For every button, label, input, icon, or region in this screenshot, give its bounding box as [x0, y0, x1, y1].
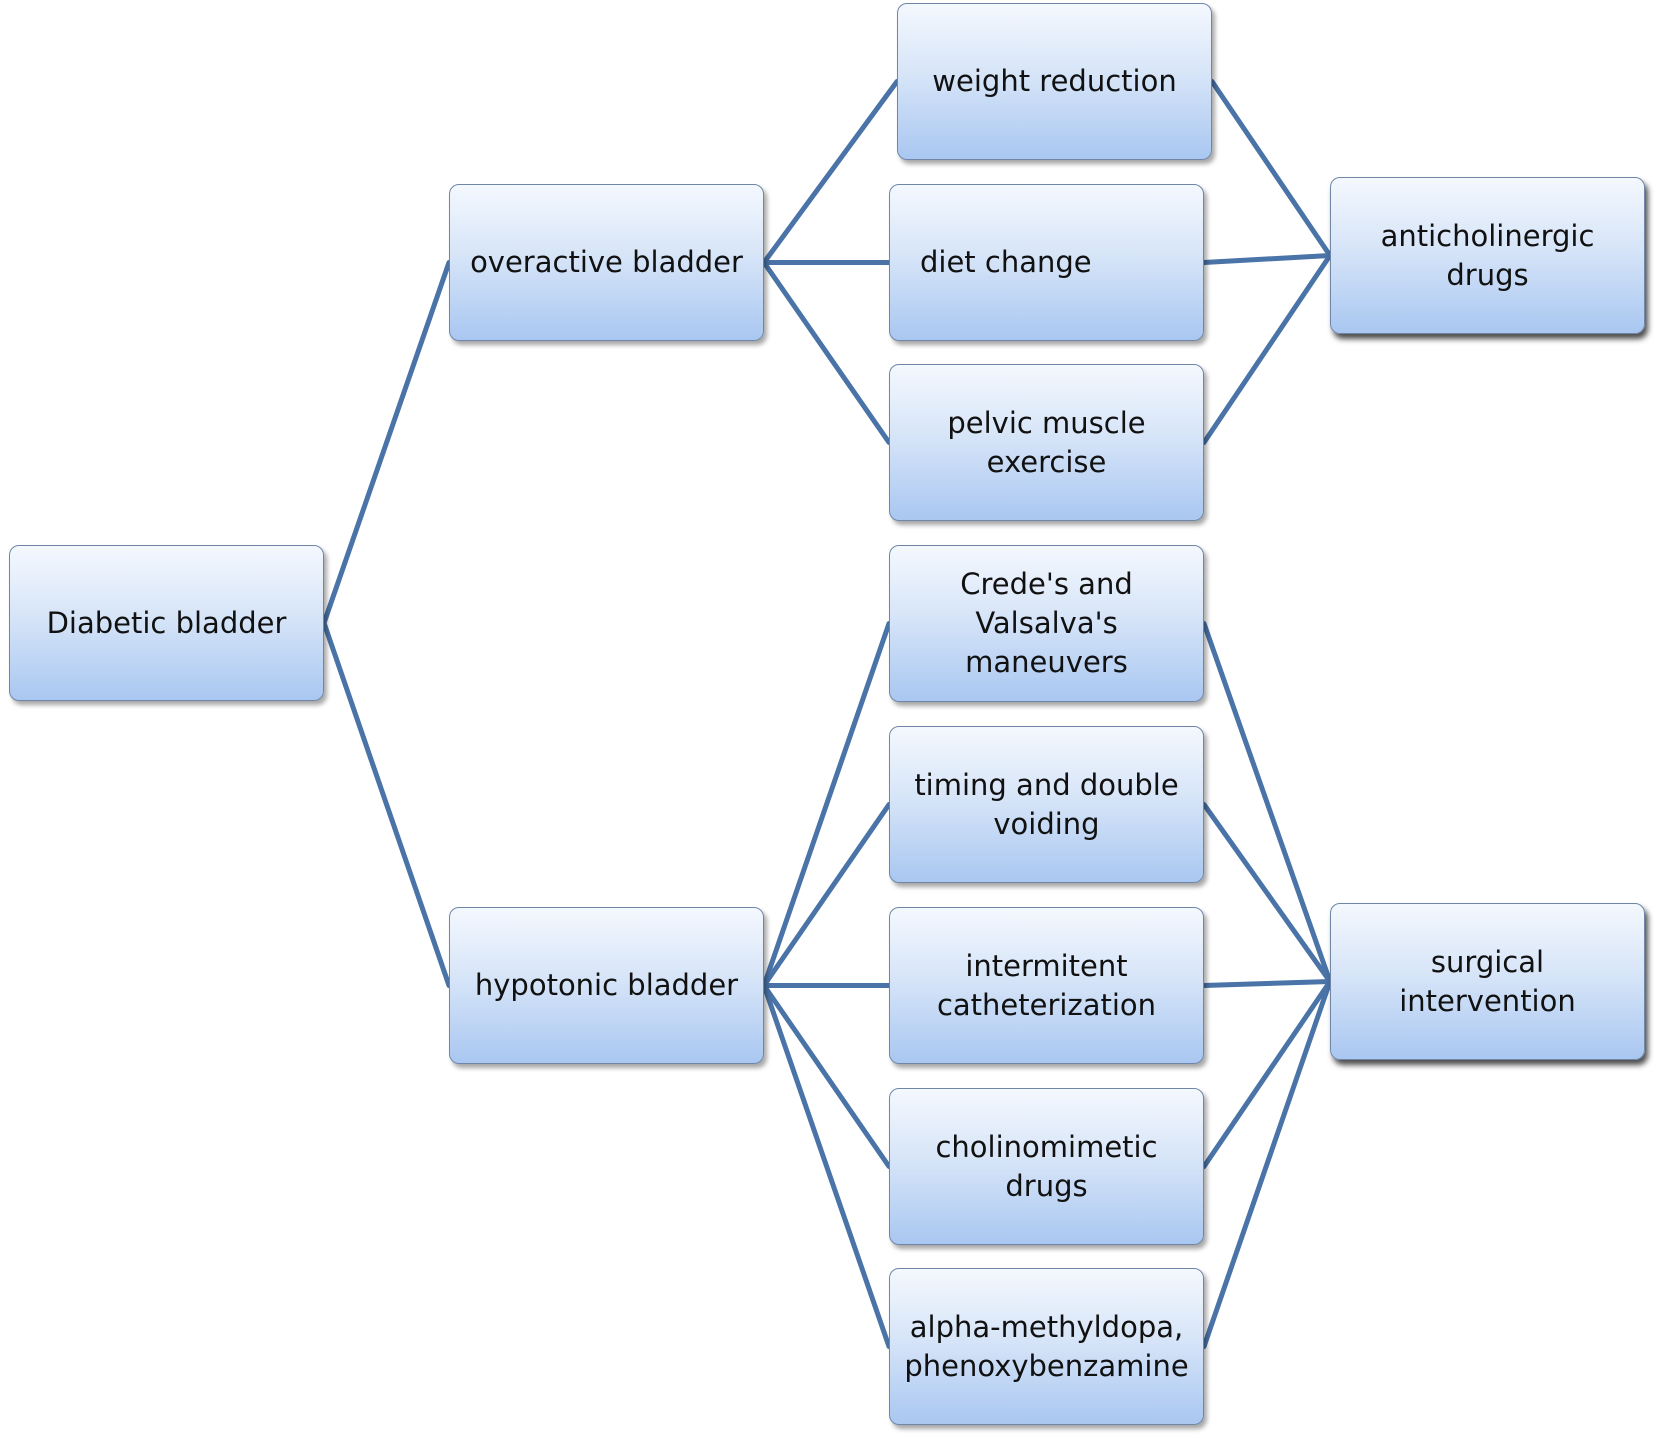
node-anticholinergic-drugs: anticholinergic drugs [1330, 177, 1645, 334]
node-timing-double-voiding: timing and double voiding [889, 726, 1204, 883]
node-diabetic-bladder: Diabetic bladder [9, 545, 324, 701]
connector-catheter-to-surgical [1201, 979, 1333, 988]
connector-timing-to-surgical [1201, 802, 1333, 984]
connector-hypotonic-to-cholino [761, 983, 892, 1169]
node-diet-change: diet change [889, 184, 1204, 341]
connector-hypotonic-to-alpha [761, 983, 892, 1349]
node-surgical-intervention: surgical intervention [1330, 903, 1645, 1060]
node-overactive-bladder: overactive bladder [449, 184, 764, 341]
connector-root-to-overactive [321, 260, 452, 626]
node-hypotonic-bladder: hypotonic bladder [449, 907, 764, 1064]
node-alpha-methyldopa-phenoxybenzamine: alpha-methyldopa, phenoxybenzamine [889, 1268, 1204, 1425]
connector-hypotonic-to-timing [761, 802, 892, 988]
connector-cholino-to-surgical [1201, 979, 1333, 1169]
connector-alpha-to-surgical [1201, 979, 1333, 1349]
connector-diet-to-anticholinergic [1201, 253, 1333, 265]
connector-overactive-to-pelvic [761, 260, 892, 445]
connector-crede-to-surgical [1201, 621, 1333, 984]
connector-root-to-hypotonic [321, 620, 452, 988]
node-weight-reduction: weight reduction [897, 3, 1212, 160]
node-pelvic-muscle-exercise: pelvic muscle exercise [889, 364, 1204, 521]
node-cholinomimetic-drugs: cholinomimetic drugs [889, 1088, 1204, 1245]
connector-overactive-to-weight [761, 79, 900, 265]
node-intermitent-catheterization: intermitent catheterization [889, 907, 1204, 1064]
connector-weight-to-anticholinergic [1209, 79, 1333, 258]
connector-pelvic-to-anticholinergic [1201, 253, 1333, 445]
node-crede-valsalva-maneuvers: Crede's and Valsalva's maneuvers [889, 545, 1204, 702]
connector-hypotonic-to-crede [761, 621, 892, 988]
